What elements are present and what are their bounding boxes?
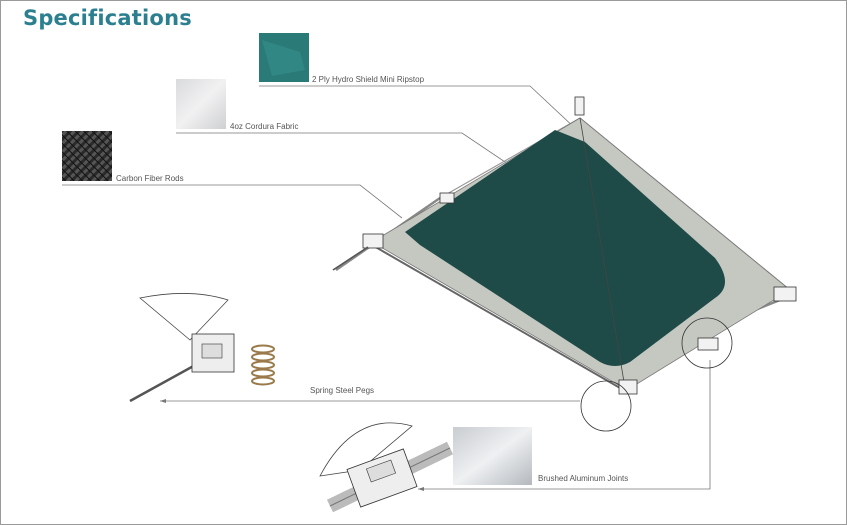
ripstop-swatch-fold [262,40,305,76]
carbon-label: Carbon Fiber Rods [116,174,184,183]
spring-coil [251,344,275,386]
peg-detail [129,293,235,403]
peg-detail-circle [580,380,632,432]
joint-detail-circle [681,317,733,369]
carbon-leader [62,184,403,219]
joint-detail [319,422,454,513]
cordura-leader [176,132,521,173]
pegs-label: Spring Steel Pegs [310,386,375,395]
cordura-swatch [176,79,226,129]
tarp-panel [405,130,725,366]
aluminum-swatch [453,427,532,485]
page-title: Specifications [23,6,192,30]
ripstop-label: 2 Ply Hydro Shield Mini Ripstop [312,75,425,84]
cordura-label: 4oz Cordura Fabric [230,122,299,131]
joints-label: Brushed Aluminum Joints [538,474,629,483]
joints-leader [418,360,711,490]
tarp-assembly [332,96,797,395]
ripstop-leader [259,85,578,131]
carbon-swatch [62,131,112,181]
